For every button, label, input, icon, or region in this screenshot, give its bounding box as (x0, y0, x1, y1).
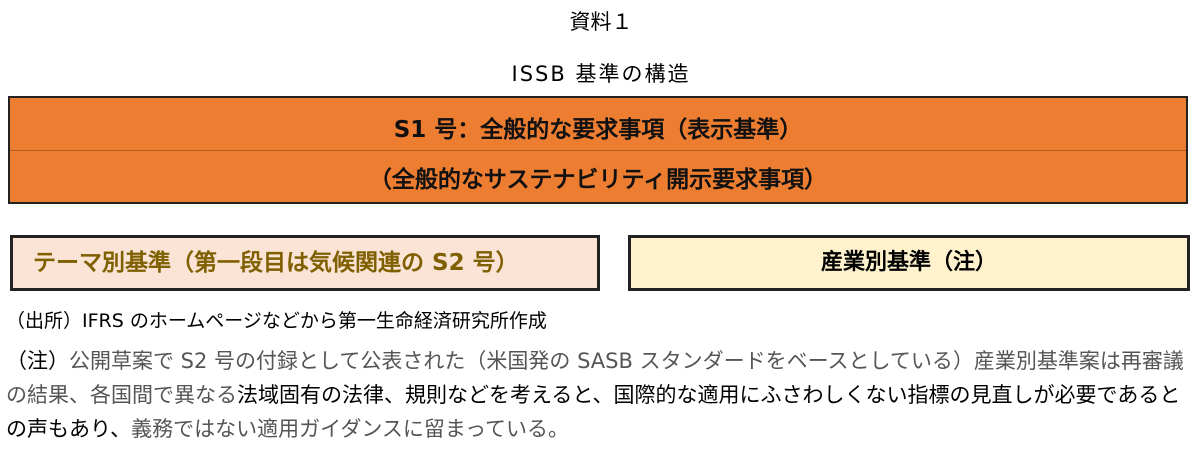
footnote-part2: 法域固有の法律、規則などを考えると、国際的な適用にふさわしくない指標の見直しが必… (6, 383, 1181, 441)
page-title: ISSB 基準の構造 (511, 62, 691, 86)
industry-standards-box: 産業別基準（注） (628, 235, 1190, 291)
footnote: （注）公開草案で S2 号の付録として公表された（米国発の SASB スタンダー… (6, 344, 1196, 446)
s1-subtitle: （全般的なサステナビリティ開示要求事項） (368, 167, 828, 193)
footnote-part3: 義務ではない適用ガイダンスに留まっている。 (131, 417, 570, 441)
document-label: 資料１ (569, 10, 633, 34)
s1-divider (10, 150, 1186, 151)
footnote-part1: 公開草案で S2 号の付録として公表された（米国発の SASB スタンダードをベ… (6, 349, 1184, 407)
thematic-standards-box: テーマ別基準（第一段目は気候関連の S2 号） (10, 235, 600, 291)
source-note: （出所）IFRS のホームページなどから第一生命経済研究所作成 (6, 310, 547, 332)
footnote-prefix: （注） (6, 349, 69, 373)
s1-title: S1 号：全般的な要求事項（表示基準） (393, 117, 803, 143)
s1-standard-box: S1 号：全般的な要求事項（表示基準） （全般的なサステナビリティ開示要求事項） (8, 96, 1188, 204)
